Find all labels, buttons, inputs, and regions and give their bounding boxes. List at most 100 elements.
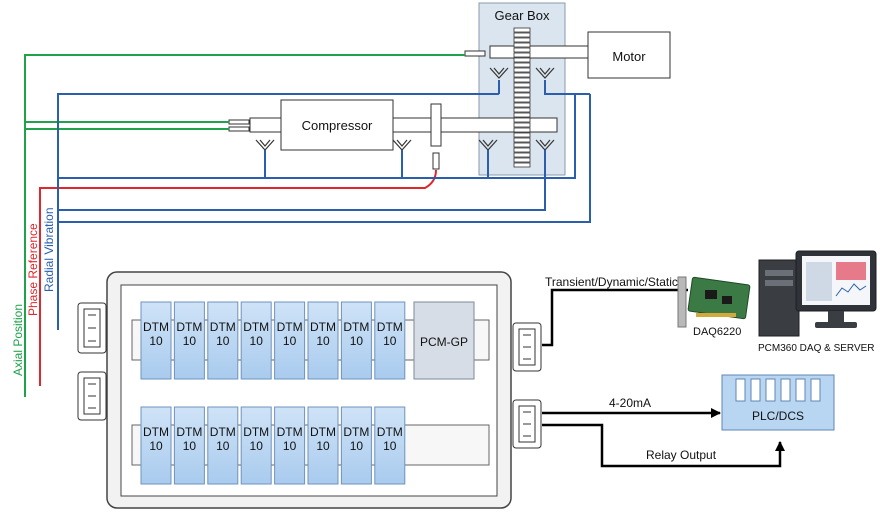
radial-probe — [392, 139, 412, 151]
dtm-module-name: DTM — [243, 320, 269, 334]
dtm-module-number: 10 — [316, 334, 330, 348]
dtm-module-name: DTM — [176, 320, 202, 334]
analog-output-label: 4-20mA — [609, 396, 651, 410]
gear-tooth — [513, 82, 531, 88]
gateway-module — [413, 301, 475, 380]
dtm-module-number: 10 — [216, 334, 230, 348]
motor-label: Motor — [612, 49, 646, 64]
gear-tooth — [513, 57, 531, 63]
gear-tooth — [513, 162, 531, 168]
gear-tooth — [513, 122, 531, 128]
server-drive-bay — [765, 270, 793, 276]
signal-wiring — [24, 54, 591, 397]
plc-dcs: PLC/DCS — [721, 374, 835, 431]
connector — [512, 399, 542, 449]
dtm-module-name: DTM — [210, 320, 236, 334]
screen-chart — [836, 262, 866, 280]
dtm-module-name: DTM — [210, 425, 236, 439]
dtm-module-name: DTM — [377, 320, 403, 334]
daq-cable — [542, 288, 688, 347]
gear-tooth — [513, 152, 531, 158]
keyphasor-probe — [432, 152, 440, 170]
plc-slot — [780, 378, 791, 402]
dtm-module-name: DTM — [143, 320, 169, 334]
gear-tooth — [513, 47, 531, 53]
server-drive-bay-2 — [765, 280, 793, 286]
dtm-module-number: 10 — [283, 334, 297, 348]
daq-bracket — [677, 276, 687, 328]
dtm-module-number: 10 — [383, 439, 397, 453]
connector — [512, 322, 542, 372]
gear-tooth — [513, 147, 531, 153]
phase-wire — [39, 169, 437, 386]
axial-position-label: Axial Position — [11, 304, 25, 376]
gear-tooth — [513, 97, 531, 103]
motor-shaft — [489, 45, 589, 59]
dtm-module-name: DTM — [377, 425, 403, 439]
gear-stack — [513, 27, 531, 168]
gear-tooth — [513, 117, 531, 123]
dtm-module-name: DTM — [343, 320, 369, 334]
relay-output-label: Relay Output — [646, 448, 717, 462]
dtm-module-number: 10 — [350, 439, 364, 453]
gear-tooth — [513, 92, 531, 98]
gearbox-label: Gear Box — [495, 8, 550, 23]
machine-train: Gear Box Motor Compressor — [228, 2, 671, 176]
transient-label: Transient/Dynamic/Static — [545, 275, 678, 289]
gear-tooth — [513, 87, 531, 93]
gear-tooth — [513, 77, 531, 83]
plc-slot — [810, 378, 821, 402]
gear-tooth — [513, 32, 531, 38]
dtm-module-number: 10 — [316, 439, 330, 453]
daq-card — [677, 276, 751, 328]
gear-tooth — [513, 27, 531, 33]
rack-enclosure: DTM10DTM10DTM10DTM10DTM10DTM10DTM10DTM10… — [77, 271, 542, 509]
gear-tooth — [513, 132, 531, 138]
dtm-module-name: DTM — [176, 425, 202, 439]
dtm-module-number: 10 — [149, 334, 163, 348]
keyphasor-collar — [430, 103, 442, 147]
dtm-module-number: 10 — [216, 439, 230, 453]
plc-slot — [765, 378, 776, 402]
gear-tooth — [513, 67, 531, 73]
dtm-module-name: DTM — [310, 425, 336, 439]
dtm-module-name: DTM — [277, 425, 303, 439]
gear-tooth — [513, 107, 531, 113]
plc-slots — [735, 378, 821, 402]
axial-probe-compressor-b — [228, 126, 250, 132]
monitor-stand — [828, 311, 844, 323]
motor-box — [587, 31, 671, 79]
radial-wire — [57, 80, 591, 330]
gear-tooth — [513, 37, 531, 43]
gear-tooth — [513, 72, 531, 78]
plc-slot — [750, 378, 761, 402]
gear-tooth — [513, 42, 531, 48]
dtm-module-name: DTM — [343, 425, 369, 439]
gear-tooth — [513, 112, 531, 118]
gear-tooth — [513, 52, 531, 58]
compressor-box — [280, 99, 394, 151]
radial-vibration-label: Radial Vibration — [42, 208, 56, 293]
gear-tooth — [513, 137, 531, 143]
server-label: PCM360 DAQ & SERVER — [758, 343, 875, 354]
gateway-label: PCM-GP — [420, 335, 468, 349]
gear-tooth — [513, 142, 531, 148]
screen-trace — [835, 283, 867, 297]
dtm-module-number: 10 — [250, 334, 264, 348]
plc-slot — [795, 378, 806, 402]
daq-pcb — [687, 276, 751, 320]
